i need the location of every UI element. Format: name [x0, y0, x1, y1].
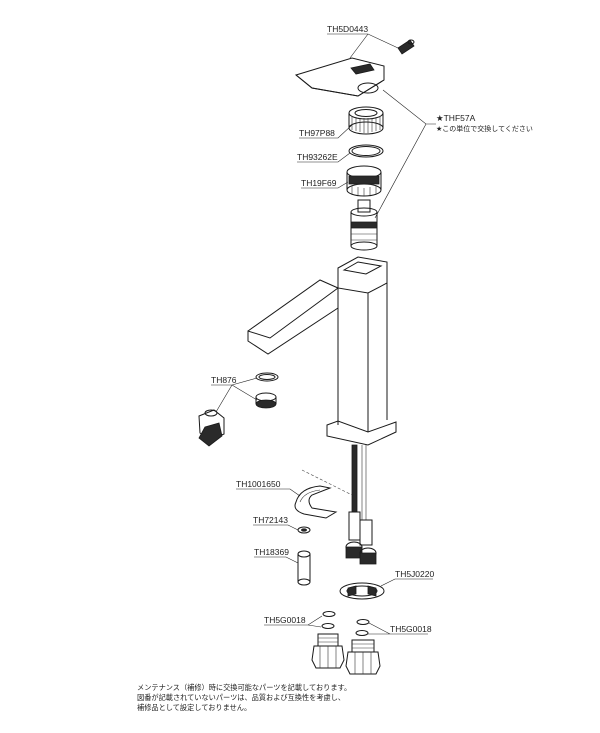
fixing-plate-part: [339, 582, 385, 600]
aerator-part: [255, 372, 279, 409]
label-adapter-left: TH5G0018: [264, 615, 306, 625]
label-nut: TH97P88: [299, 128, 335, 138]
adapter-right-part: [345, 619, 381, 675]
adapter-left-part: [311, 611, 345, 669]
label-cartridge-set: ★THF57A: [436, 113, 476, 123]
holder-part: [346, 165, 382, 197]
maintenance-note: メンテナンス（補修）時に交換可能なパーツを記載しております。 図番が記載されてい…: [137, 683, 557, 713]
maintenance-note-line3: 補修品として設定しておりません。: [137, 703, 252, 712]
maintenance-note-line1: メンテナンス（補修）時に交換可能なパーツを記載しております。: [137, 683, 352, 692]
label-fixing-plate: TH5J0220: [395, 569, 434, 579]
label-spacer: TH18369: [254, 547, 289, 557]
cartridge-note: ★この単位で交換してください: [436, 124, 533, 133]
bracket-part: [294, 485, 338, 519]
ring-part: [348, 144, 384, 158]
nut-part: [348, 106, 384, 135]
label-adapter-right: TH5G0018: [390, 624, 432, 634]
label-bracket: TH1001650: [236, 479, 281, 489]
supply-hoses: [345, 444, 377, 565]
handle-screw: [397, 39, 415, 55]
label-holder: TH19F69: [301, 178, 337, 188]
cartridge-part: [350, 199, 378, 251]
aerator-wrench: [198, 409, 225, 447]
maintenance-note-line2: 図番が記載されていないパーツは、品質および互換性を考慮し、: [137, 693, 346, 702]
label-ring: TH93262E: [297, 152, 338, 162]
faucet-body: [247, 256, 397, 446]
label-aerator: TH876: [211, 375, 237, 385]
spacer-part: [297, 550, 311, 586]
label-washer: TH72143: [253, 515, 288, 525]
lever-handle: [294, 57, 385, 97]
washer-part: [297, 526, 311, 534]
label-handle-cap: TH5D0443: [327, 24, 368, 34]
